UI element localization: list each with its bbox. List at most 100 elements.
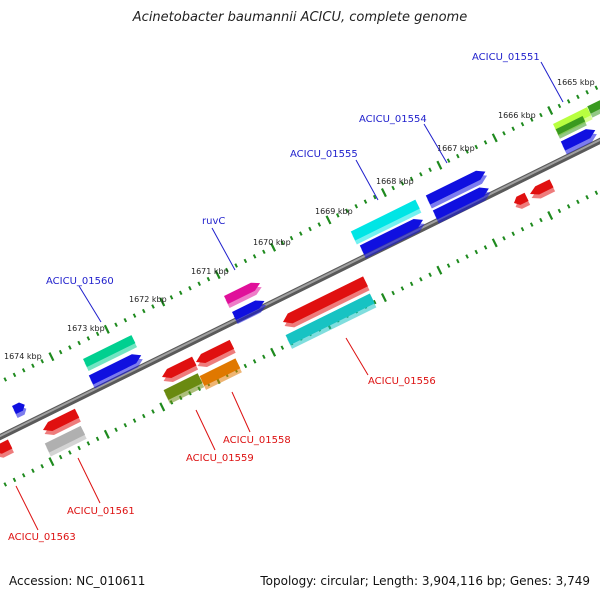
gene-block <box>560 129 596 151</box>
minor-tick <box>308 226 312 232</box>
scale-label: 1671 kbp <box>191 267 229 276</box>
minor-tick <box>21 473 26 478</box>
minor-tick <box>262 354 266 360</box>
major-tick <box>547 105 554 116</box>
gene-block <box>514 192 529 205</box>
gene-block <box>196 339 235 363</box>
minor-tick <box>197 281 201 286</box>
gene-block-shadow <box>225 286 262 309</box>
gene-block <box>425 170 486 205</box>
gene-features <box>0 100 600 458</box>
minor-tick <box>585 195 589 200</box>
minor-tick <box>539 217 543 223</box>
minor-tick <box>400 286 405 291</box>
minor-tick <box>31 468 35 474</box>
minor-tick <box>335 213 340 218</box>
minor-tick <box>86 441 91 446</box>
major-tick <box>270 347 277 357</box>
gene-label: ruvC <box>202 216 225 227</box>
major-tick <box>325 215 332 225</box>
minor-tick <box>188 286 192 291</box>
minor-tick <box>409 281 414 287</box>
minor-tick <box>178 290 183 296</box>
minor-tick <box>511 126 516 131</box>
scale-label: 1666 kbp <box>498 111 536 120</box>
major-tick <box>214 270 221 280</box>
scale-label: 1670 kbp <box>253 238 291 247</box>
accession-text: Accession: NC_010611 <box>9 574 146 588</box>
minor-tick <box>391 185 395 191</box>
minor-tick <box>529 117 534 122</box>
minor-tick <box>77 445 81 451</box>
minor-tick <box>132 418 137 423</box>
minor-tick <box>465 149 469 154</box>
minor-tick <box>428 167 432 173</box>
gene-label: ACICU_01563 <box>8 532 76 543</box>
gene-block-shadow <box>233 304 267 325</box>
minor-tick <box>456 258 460 264</box>
minor-tick <box>142 308 146 314</box>
scale-label: 1667 kbp <box>437 144 475 153</box>
major-tick <box>270 242 277 252</box>
gene-block <box>530 179 554 195</box>
genome-backbone-highlight <box>0 138 600 438</box>
minor-tick <box>114 322 118 327</box>
gene-label: ACICU_01561 <box>67 506 135 517</box>
gene-block <box>88 354 142 385</box>
major-tick <box>48 457 55 467</box>
scale-label: 1668 kbp <box>376 177 414 186</box>
minor-tick <box>243 363 248 369</box>
major-tick <box>380 293 387 303</box>
minor-tick <box>446 263 451 268</box>
gene-label: ACICU_01558 <box>223 435 291 446</box>
minor-tick <box>317 222 322 227</box>
gene-block <box>224 282 261 305</box>
minor-tick <box>12 372 17 378</box>
minor-tick <box>95 436 100 442</box>
scale-label: 1672 kbp <box>129 295 167 304</box>
minor-tick <box>474 249 479 255</box>
minor-tick <box>225 267 229 273</box>
gene-block <box>587 100 600 114</box>
gene-label: ACICU_01554 <box>359 114 427 125</box>
minor-tick <box>566 99 571 104</box>
minor-tick <box>363 199 368 204</box>
minor-tick <box>299 231 303 236</box>
minor-tick <box>474 144 479 150</box>
minor-tick <box>576 94 580 100</box>
gene-block <box>232 300 265 321</box>
scale-label: 1665 kbp <box>557 78 595 87</box>
minor-tick <box>252 359 257 364</box>
minor-tick <box>86 336 91 341</box>
minor-tick <box>557 208 562 214</box>
gene-block <box>162 356 197 378</box>
minor-tick <box>576 199 580 205</box>
minor-tick <box>114 427 118 432</box>
gene-block <box>12 402 25 415</box>
major-tick <box>380 188 387 198</box>
minor-tick <box>409 176 414 182</box>
minor-tick <box>169 295 174 300</box>
gene-label: ACICU_01556 <box>368 376 436 387</box>
minor-tick <box>280 345 285 350</box>
minor-tick <box>520 226 525 232</box>
map-title: Acinetobacter baumannii ACICU, complete … <box>132 10 468 25</box>
minor-tick <box>3 482 8 487</box>
gene-block <box>199 358 241 386</box>
minor-tick <box>77 340 81 346</box>
minor-tick <box>354 203 359 209</box>
gene-block <box>43 408 80 431</box>
minor-tick <box>502 236 506 241</box>
gene-label: ACICU_01559 <box>186 453 254 464</box>
minor-tick <box>58 454 63 460</box>
gene-block-shadow <box>557 120 587 139</box>
minor-tick <box>142 413 146 419</box>
minor-tick <box>585 90 589 95</box>
minor-tick <box>234 263 238 268</box>
gene-label: ACICU_01555 <box>290 149 358 160</box>
major-tick <box>159 402 166 412</box>
minor-tick <box>243 258 248 264</box>
minor-tick <box>419 172 423 177</box>
gene-block <box>163 373 203 400</box>
